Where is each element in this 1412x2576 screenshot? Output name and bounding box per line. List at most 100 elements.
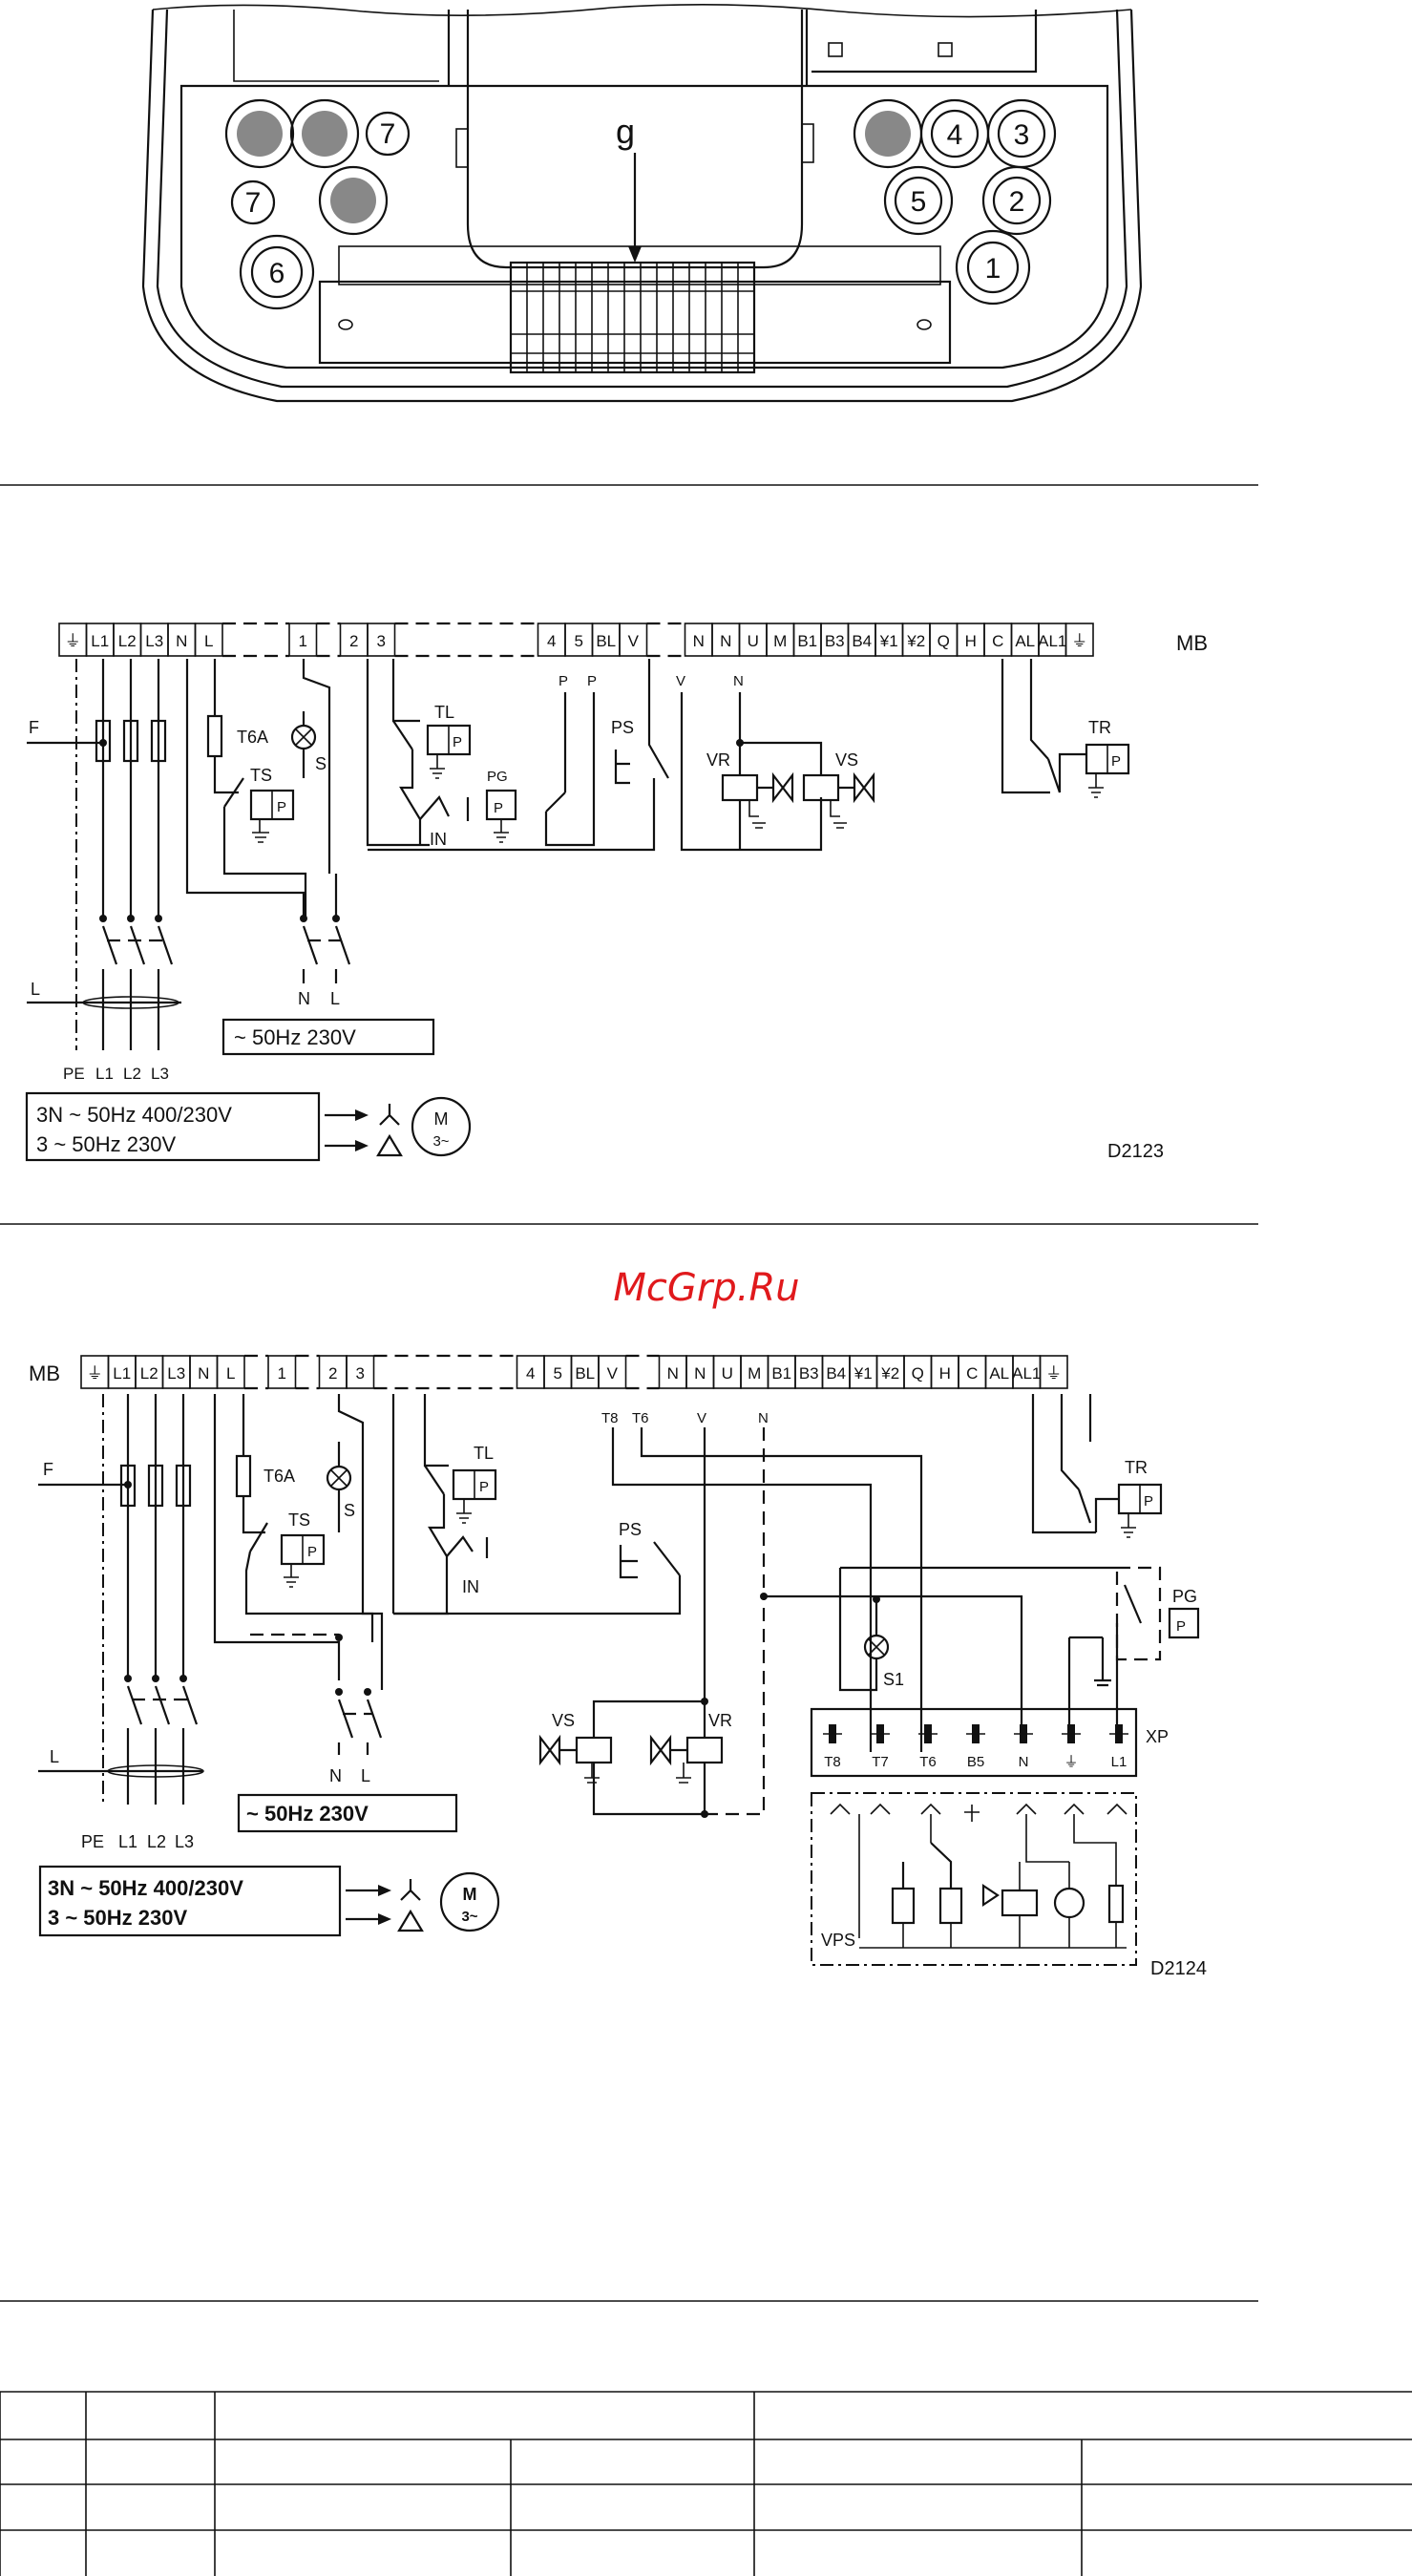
xp-terminal-label: T7 (872, 1754, 889, 1770)
mb-terminal: L2 (113, 623, 142, 657)
mb-terminal: N (685, 1355, 715, 1389)
mb-terminal: B3 (820, 623, 850, 657)
mb-terminal-label: H (965, 632, 977, 650)
mb-terminal-label: B3 (799, 1364, 819, 1383)
gland-number: 7 (380, 118, 396, 150)
mb-terminal-label: 3 (356, 1364, 365, 1383)
mb-terminal: Q (903, 1355, 933, 1389)
mb-terminal: ⏚ (80, 1355, 110, 1389)
mb-terminal-label: N (198, 1364, 209, 1383)
mb-terminal: 3 (367, 623, 396, 657)
label-n-out: N (298, 989, 310, 1008)
gland-number: 2 (1009, 186, 1025, 218)
motor-sub: 3~ (432, 1133, 449, 1150)
mb-terminal-label: U (748, 632, 759, 650)
mb-terminal: ⏚ (58, 623, 88, 657)
mb-terminal-label: L1 (113, 1364, 131, 1383)
mb-terminal-label: N (720, 632, 731, 650)
xp-terminal: T7 (871, 1724, 890, 1770)
label-ts: TS (250, 766, 272, 785)
label-p: P (1144, 1493, 1153, 1510)
label-l1: L1 (118, 1832, 137, 1851)
mb-terminal: U (712, 1355, 742, 1389)
mb-terminal-label: N (694, 1364, 706, 1383)
mb-terminal-label: 3 (377, 632, 386, 650)
sub-p: P (587, 673, 597, 689)
mb-terminal: V (598, 1355, 627, 1389)
mb-terminal: N (167, 623, 197, 657)
mb-terminal-label: C (992, 632, 1003, 650)
mb-terminal: AL (984, 1355, 1014, 1389)
supply-single-phase: ~ 50Hz 230V (234, 1025, 356, 1049)
mb-terminal-label: C (966, 1364, 978, 1383)
mb-terminal: AL1 (1012, 1355, 1041, 1389)
mb-terminal: ¥2 (901, 623, 931, 657)
mb-terminal: L (194, 623, 223, 657)
gland-number: 3 (1014, 119, 1030, 151)
mb-terminal-label: B1 (771, 1364, 791, 1383)
motor-symbol (411, 1096, 472, 1157)
terminal-box-figure: g 7 7 6 4 3 5 2 1 (141, 4, 1143, 403)
mb-terminal-label: AL (989, 1364, 1009, 1383)
xp-terminal-block (810, 1707, 1138, 1778)
label-l3: L3 (175, 1832, 194, 1851)
label-n-out: N (329, 1766, 342, 1785)
label-in: IN (462, 1577, 479, 1596)
motor-label: M (463, 1885, 477, 1904)
label-pe: PE (81, 1832, 104, 1851)
mb-terminal-label: ¥2 (906, 632, 925, 650)
mb-terminal-label: AL1 (1012, 1364, 1041, 1383)
label-ps: PS (611, 718, 634, 737)
mb-terminal-label: ⏚ (87, 1364, 103, 1383)
label-l-out: L (330, 989, 340, 1008)
label-vs: VS (552, 1711, 575, 1730)
label-f: F (43, 1460, 53, 1479)
label-ps: PS (619, 1520, 642, 1539)
mb-terminal-label: H (939, 1364, 951, 1383)
label-l1: L1 (95, 1065, 114, 1083)
mb-terminal: M (766, 623, 795, 657)
gland-number: 6 (269, 258, 285, 289)
label-p: P (494, 800, 503, 816)
vps-unit (811, 1792, 1137, 1966)
terminal-strip (511, 263, 754, 372)
pointer-label-g: g (616, 112, 635, 151)
xp-terminal: T8 (823, 1724, 842, 1770)
mb-terminal: U (738, 623, 768, 657)
mb-terminal: B3 (794, 1355, 824, 1389)
xp-terminal: T6 (918, 1724, 938, 1770)
mb-terminal: L1 (85, 623, 115, 657)
motor-symbol (439, 1871, 500, 1932)
supply-single-phase: ~ 50Hz 230V (246, 1802, 369, 1826)
mb-terminal: Q (929, 623, 959, 657)
sub-t8: T8 (601, 1410, 619, 1426)
mb-terminal-label: M (748, 1364, 761, 1383)
label-vr: VR (706, 750, 730, 770)
label-xp: XP (1146, 1727, 1169, 1746)
sub-n: N (733, 673, 744, 689)
mb-terminal: AL1 (1038, 623, 1066, 657)
xp-terminal-label: N (1019, 1754, 1029, 1770)
label-s: S (344, 1501, 355, 1520)
label-p: P (1176, 1618, 1186, 1635)
label-l2: L2 (147, 1832, 166, 1851)
label-pg: PG (487, 769, 508, 785)
label-pg: PG (1172, 1587, 1197, 1606)
mb-terminal: C (983, 623, 1013, 657)
mb-terminal-label: AL (1015, 632, 1035, 650)
mb-terminal: B4 (821, 1355, 851, 1389)
sub-n: N (758, 1410, 769, 1426)
supply-three-phase-n: 3N ~ 50Hz 400/230V (36, 1103, 232, 1127)
mb-terminal-label: N (693, 632, 705, 650)
label-p: P (277, 799, 286, 815)
label-l3: L3 (151, 1065, 169, 1083)
label-t6a: T6A (263, 1467, 295, 1486)
mb-terminal: L (216, 1355, 245, 1389)
mb-terminal-label: 1 (299, 632, 307, 650)
mb-terminal-label: M (773, 632, 787, 650)
sub-v: V (697, 1410, 706, 1426)
mb-terminal: N (684, 623, 713, 657)
supply-three-phase: 3 ~ 50Hz 230V (36, 1132, 176, 1156)
mb-terminal: L3 (161, 1355, 191, 1389)
